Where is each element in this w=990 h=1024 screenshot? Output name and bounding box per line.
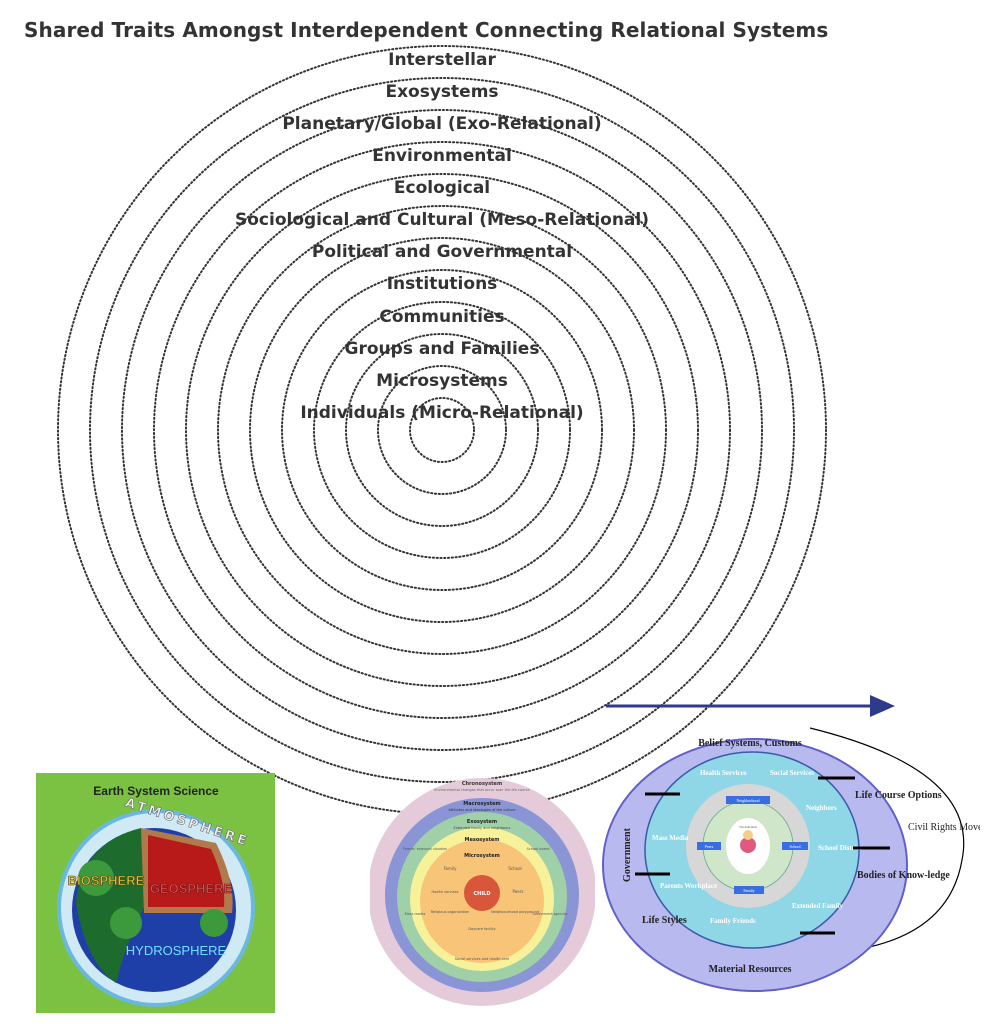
family-label: Family — [743, 888, 754, 893]
neighbourhood-label: Neighbourhood playground — [491, 910, 539, 914]
parents-econ-label: Parents' economic situation — [403, 847, 447, 851]
ring-label: Environmental — [372, 146, 512, 166]
dotted-ring — [89, 77, 795, 783]
material-resources-label: Material Resources — [709, 964, 792, 975]
religious-org-label: Religious organization — [431, 910, 470, 914]
child-label: CHILD — [473, 891, 490, 897]
dotted-ring — [57, 45, 827, 815]
dotted-ring — [377, 365, 507, 495]
dotted-ring — [153, 141, 731, 719]
mass-media-label: Mass media — [405, 912, 426, 916]
individual-label: The Individual — [739, 825, 757, 829]
school-box — [782, 842, 808, 850]
extended-family-label: Extended Family — [792, 902, 844, 910]
biosphere-label: BIOSPHERE — [68, 873, 145, 888]
ring-label: Exosystems — [385, 82, 499, 102]
parents-workplace-label: Parents Workplace — [660, 882, 717, 890]
gov-agencies-label: Government agencies — [532, 912, 567, 916]
life-styles-label: Life Styles — [642, 915, 687, 926]
dotted-ring — [313, 301, 571, 559]
mesosystem-label: Mesosystem — [465, 837, 500, 843]
macrosystem-desc: Attitudes and ideologies of the culture — [448, 808, 515, 812]
bidirectional-arrows — [635, 776, 890, 935]
mass-media-label: Mass Media — [652, 834, 689, 842]
family-label: Family — [444, 866, 458, 871]
ring-label: Groups and Families — [344, 339, 540, 359]
social-services-label: Social Services — [770, 769, 814, 777]
health-services-label: Health Services — [700, 769, 747, 777]
bodies-of-knowledge-label: Bodies of Know-ledge — [857, 870, 950, 881]
dotted-ring — [121, 109, 763, 751]
dotted-ring — [281, 269, 603, 591]
ring-label: Institutions — [386, 274, 498, 294]
neighborhood-box — [726, 796, 770, 804]
earth-system-science-image: Earth System Science ATMOSPHERE BIOSPHER… — [36, 773, 275, 1013]
timeline-arrow-head — [870, 695, 895, 717]
ring-label: Communities — [379, 307, 505, 327]
chronosystem-desc: Environmental changes that occur over th… — [434, 788, 529, 792]
dotted-ring — [345, 333, 539, 527]
peers-box — [697, 842, 721, 850]
child-circle — [464, 875, 500, 911]
civil-rights-arc — [809, 727, 965, 949]
exosystem-label: Exosystem — [467, 819, 497, 825]
social-services-label: Social services and health care — [455, 957, 509, 961]
ring-label: Sociological and Cultural (Meso-Relation… — [235, 210, 649, 230]
ring-label: Microsystems — [376, 371, 508, 391]
geosphere-label: GEOSPHERE — [150, 881, 233, 896]
government-label: Government — [622, 827, 633, 882]
chronosystem-label: Chronosystem — [462, 781, 502, 787]
neighborhood-label: Neighborhood — [736, 798, 759, 803]
civil-rights-label: Civil Rights Movement — [908, 822, 980, 833]
dotted-ring — [217, 205, 667, 655]
macrosystem-label: Macrosystem — [463, 801, 500, 807]
dotted-ring — [409, 397, 475, 463]
diagram-title: Shared Traits Amongst Interdependent Con… — [24, 18, 829, 42]
hydrosphere-label: HYDROSPHERE — [126, 943, 227, 958]
school-label: School — [508, 866, 521, 871]
dotted-ring — [249, 237, 635, 623]
microsystem-label: Microsystem — [464, 853, 500, 859]
ring-label: Political and Governmental — [311, 242, 573, 262]
exosystem-desc: Extended family and neighbours — [454, 826, 511, 830]
life-course-model-image: Neighborhood Peers School Family The Ind… — [600, 690, 990, 1020]
belief-systems-label: Belief Systems, Customs — [698, 738, 802, 749]
daycare-label: Daycare facility — [468, 927, 495, 931]
health-services-label: Health services — [432, 890, 459, 894]
ring-label: Interstellar — [388, 50, 496, 70]
earth-panel-title: Earth System Science — [93, 784, 219, 798]
ring-label: Individuals (Micro-Relational) — [300, 403, 584, 423]
ring-label: Planetary/Global (Exo-Relational) — [282, 114, 602, 134]
dotted-ring — [185, 173, 699, 687]
family-box — [734, 886, 764, 894]
family-friends-label: Family Friends — [710, 917, 756, 925]
school-board-label: School board — [527, 847, 550, 851]
life-course-options-label: Life Course Options — [855, 790, 942, 801]
child-figure-icon — [740, 837, 756, 853]
neighbors-label: Neighbors — [806, 804, 837, 812]
bronfenbrenner-ecological-model-image: Chronosystem Environmental changes that … — [370, 778, 595, 1006]
peers-label: Peers — [513, 889, 524, 894]
school-district-label: School District — [818, 844, 863, 852]
peers-label: Peers — [705, 844, 714, 849]
ring-label: Ecological — [393, 178, 491, 198]
school-label: School — [789, 844, 801, 849]
